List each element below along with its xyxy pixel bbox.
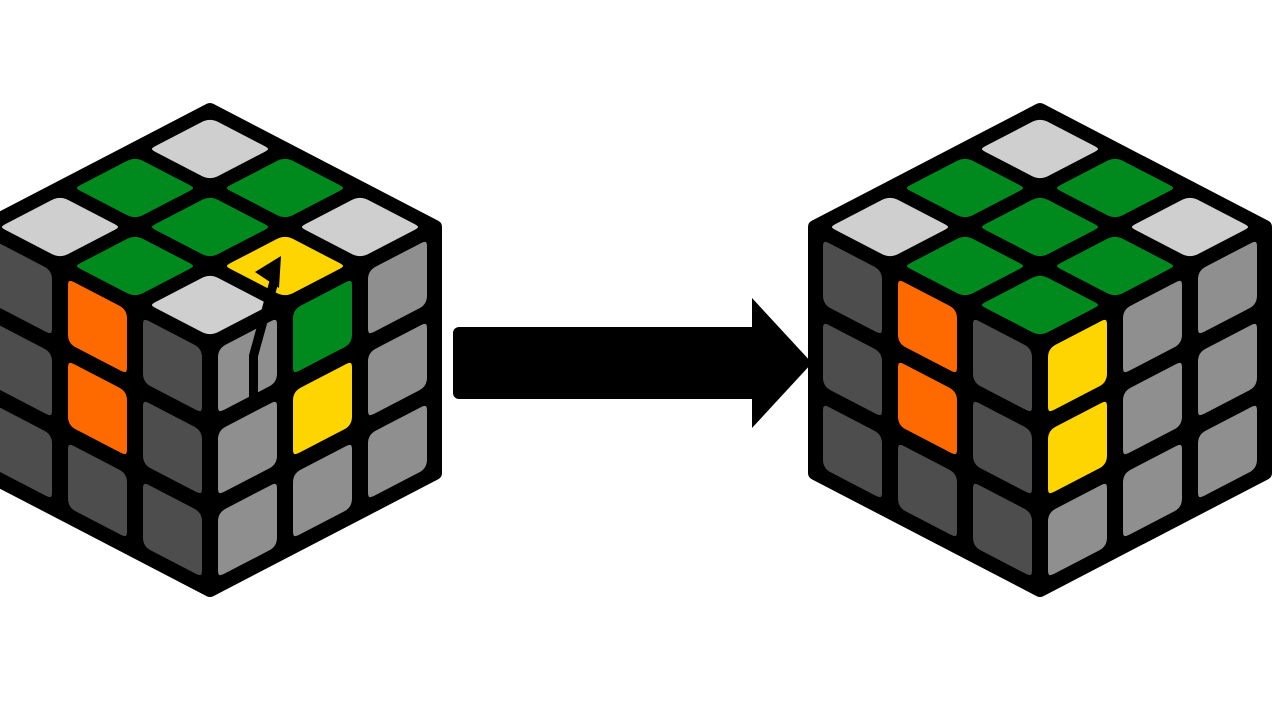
left-sticker: [894, 440, 961, 541]
right-sticker: [214, 479, 281, 580]
left-sticker: [969, 397, 1036, 498]
top-sticker: [1128, 193, 1252, 261]
top-sticker: [223, 232, 347, 300]
top-sticker: [148, 115, 272, 183]
right-sticker: [1194, 401, 1261, 502]
move-arrowhead-icon: [255, 256, 281, 288]
left-sticker: [139, 397, 206, 498]
left-sticker: [819, 237, 886, 338]
right-sticker: [1194, 319, 1261, 420]
right-sticker: [364, 319, 431, 420]
top-sticker: [1053, 154, 1177, 222]
right-sticker: [214, 315, 281, 416]
arrow-shaft: [453, 327, 763, 399]
right-sticker: [1044, 397, 1111, 498]
left-sticker: [139, 479, 206, 580]
right-sticker: [289, 440, 356, 541]
right-sticker: [364, 237, 431, 338]
move-arrow-icon: [249, 276, 280, 402]
right-sticker: [1119, 276, 1186, 377]
left-sticker: [969, 315, 1036, 416]
left-sticker: [894, 276, 961, 377]
left-sticker: [0, 239, 56, 338]
top-sticker: [223, 154, 347, 222]
left-sticker: [819, 319, 886, 420]
top-sticker: [0, 193, 122, 261]
left-sticker: [0, 403, 56, 502]
right-sticker: [1194, 237, 1261, 338]
right-sticker: [289, 276, 356, 377]
top-sticker: [978, 193, 1102, 261]
top-sticker: [298, 193, 422, 261]
right-sticker: [364, 401, 431, 502]
left-sticker: [0, 321, 56, 420]
right-sticker: [1044, 315, 1111, 416]
left-sticker: [894, 358, 961, 459]
right-sticker: [1044, 479, 1111, 580]
top-sticker: [978, 115, 1102, 183]
left-sticker: [139, 315, 206, 416]
left-sticker: [64, 358, 131, 459]
right-sticker: [289, 358, 356, 459]
right-sticker: [1119, 440, 1186, 541]
top-sticker: [148, 193, 272, 261]
top-sticker: [903, 154, 1027, 222]
left-sticker: [819, 401, 886, 502]
transition-arrow: [453, 298, 812, 428]
left-sticker: [969, 479, 1036, 580]
top-sticker: [828, 193, 952, 261]
cube-after: [808, 103, 1272, 597]
top-sticker: [903, 232, 1027, 300]
right-sticker: [214, 397, 281, 498]
top-sticker: [73, 232, 197, 300]
left-sticker: [64, 440, 131, 541]
top-sticker: [978, 271, 1102, 339]
top-sticker: [73, 154, 197, 222]
right-sticker: [1119, 358, 1186, 459]
top-sticker: [1053, 232, 1177, 300]
cube-before: [0, 103, 442, 597]
arrow-head-icon: [752, 298, 812, 428]
left-sticker: [64, 276, 131, 377]
